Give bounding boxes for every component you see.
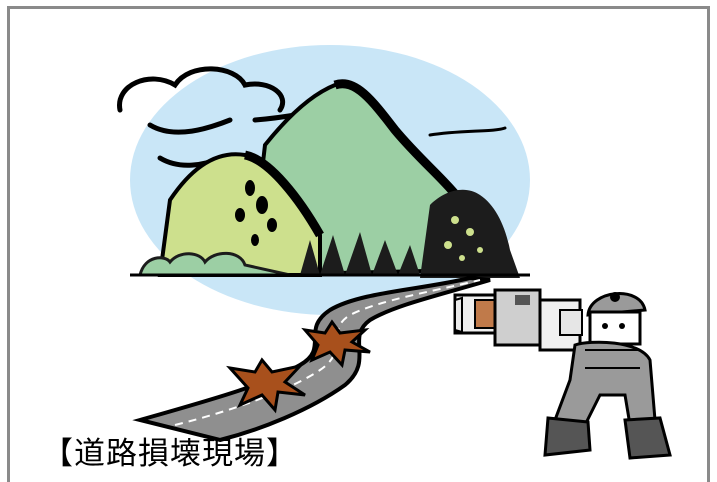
scene-caption: 【道路損壊現場】: [42, 436, 298, 472]
worker-with-camera-icon: [453, 288, 672, 460]
road-damage-icon: [226, 319, 371, 414]
frame-border: [7, 6, 710, 482]
mountain-icon: [130, 79, 530, 278]
